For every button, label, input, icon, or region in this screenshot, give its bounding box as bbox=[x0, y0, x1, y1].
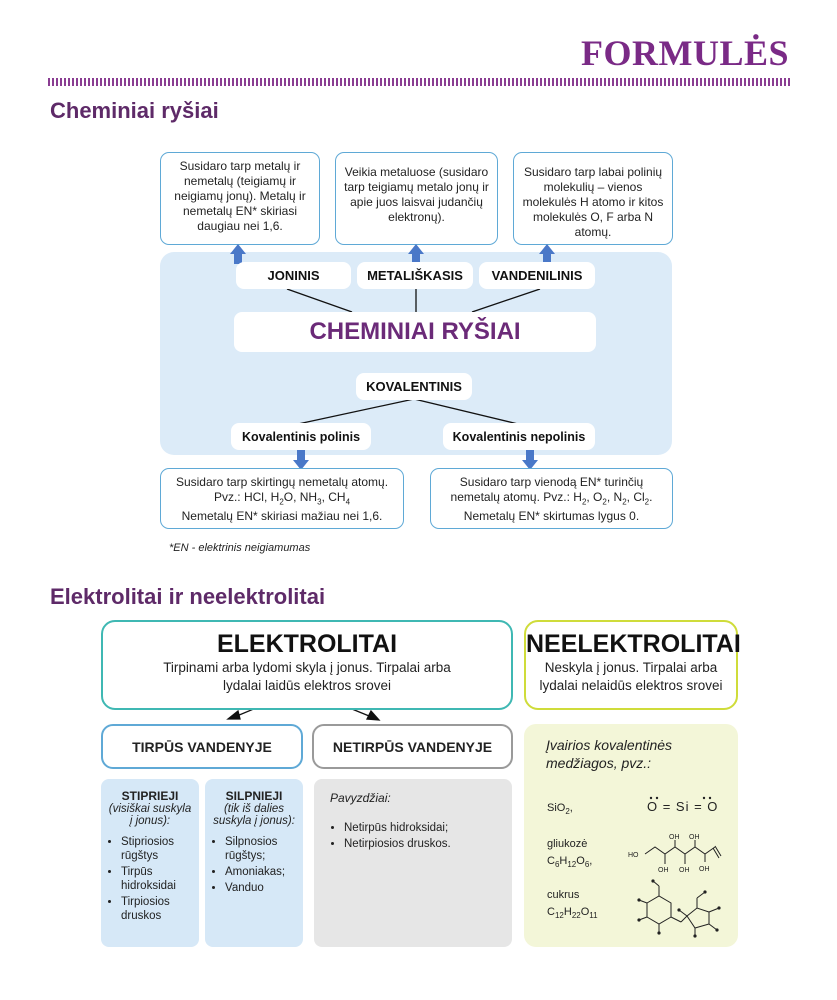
pavyzdziai-list: Netirpūs hidroksidai; Netirpiosios drusk… bbox=[330, 821, 496, 851]
list-item: Tirpiosios druskos bbox=[121, 895, 193, 923]
stiprieji-list: Stipriosios rūgštys Tirpūs hidroksidai T… bbox=[107, 835, 193, 923]
elektrolitai-line1: Tirpinami arba lydomi skyla į jonus. Tir… bbox=[163, 660, 451, 675]
label-metaliskasis: METALIŠKASIS bbox=[357, 262, 473, 289]
gliukoze-formula: C6H12O6, bbox=[547, 855, 593, 870]
silpnieji-title: SILPNIEJI bbox=[225, 789, 283, 803]
dotted-divider bbox=[48, 78, 790, 86]
neelektrolitai-box: NEELEKTROLITAI Neskyla į jonus. Tirpalai… bbox=[524, 620, 741, 710]
nepolinis-line1: Susidaro tarp vienodą EN* turinčių bbox=[459, 475, 644, 489]
label-kovalentinis-nepolinis: Kovalentinis nepolinis bbox=[443, 423, 595, 450]
kovalentines-title: Įvairios kovalentinės medžiagos, pvz.: bbox=[546, 737, 673, 771]
silpnieji-list: Silpnosios rūgštys; Amoniakas; Vanduo bbox=[211, 835, 297, 895]
footnote-en: *EN - elektrinis neigiamumas bbox=[169, 542, 311, 554]
metaliskasis-description: Veikia metaluose (susidaro tarp teigiamų… bbox=[335, 152, 498, 245]
polinis-description: Susidaro tarp skirtingų nemetalų atomų. … bbox=[160, 468, 404, 529]
list-item: Stipriosios rūgštys bbox=[121, 835, 193, 863]
joninis-description: Susidaro tarp metalų ir nemetalų (teigia… bbox=[160, 152, 320, 245]
elektrolitai-line2: lydalai laidūs elektros srovei bbox=[222, 678, 392, 693]
list-item: Silpnosios rūgštys; bbox=[225, 835, 297, 863]
center-cheminiai-rysiai: CHEMINIAI RYŠIAI bbox=[234, 312, 596, 352]
list-item: Tirpūs hidroksidai bbox=[121, 865, 193, 893]
silpnieji-panel: SILPNIEJI (tik iš dalies suskyla į jonus… bbox=[205, 779, 303, 947]
neelektrolitai-line1: Neskyla į jonus. Tirpalai arba bbox=[544, 660, 718, 675]
polinis-line3: Nemetalų EN* skiriasi mažiau nei 1,6. bbox=[181, 509, 383, 524]
stiprieji-panel: STIPRIEJI (visiškai suskyla į jonus): St… bbox=[101, 779, 199, 947]
polinis-line1: Susidaro tarp skirtingų nemetalų atomų. bbox=[175, 475, 389, 489]
glucose-label: OH bbox=[669, 834, 680, 841]
glucose-label: OH bbox=[658, 867, 669, 874]
label-kovalentinis-polinis: Kovalentinis polinis bbox=[231, 423, 371, 450]
lone-pair-dots bbox=[649, 796, 712, 800]
neelektrolitai-title: NEELEKTROLITAI bbox=[526, 630, 741, 658]
sucrose-structure-icon bbox=[637, 879, 721, 938]
elektrolitai-title: ELEKTROLITAI bbox=[216, 630, 398, 658]
list-item: Netirpūs hidroksidai; bbox=[344, 821, 496, 835]
nepolinis-line2: nemetalų atomų. Pvz.: H2, O2, N2, Cl2. bbox=[450, 490, 653, 507]
list-item: Amoniakas; bbox=[225, 865, 297, 879]
label-joninis: JONINIS bbox=[236, 262, 351, 289]
tirpus-vandenyje: TIRPŪS VANDENYJE bbox=[101, 724, 303, 769]
nepolinis-line3: Nemetalų EN* skirtumas lygus 0. bbox=[463, 509, 640, 524]
section-heading-elektrolitai: Elektrolitai ir neelektrolitai bbox=[50, 584, 326, 609]
stiprieji-title: STIPRIEJI bbox=[121, 789, 179, 803]
section-heading-cheminiai: Cheminiai ryšiai bbox=[50, 98, 219, 123]
label-kovalentinis: KOVALENTINIS bbox=[356, 373, 472, 400]
netirpus-vandenyje: NETIRPŪS VANDENYJE bbox=[312, 724, 513, 769]
page-title: FORMULĖS bbox=[580, 33, 789, 73]
neelektrolitai-line2: lydalai nelaidūs elektros srovei bbox=[539, 678, 723, 693]
nepolinis-description: Susidaro tarp vienodą EN* turinčių nemet… bbox=[430, 468, 673, 529]
silpnieji-sub1: (tik iš dalies bbox=[223, 803, 285, 815]
polinis-line2: Pvz.: HCl, H2O, NH3, CH4 bbox=[213, 490, 351, 507]
glucose-label: OH bbox=[699, 866, 710, 873]
label-vandenilinis: VANDENILINIS bbox=[479, 262, 595, 289]
sio2-formula: SiO2, bbox=[547, 802, 573, 817]
pavyzdziai-panel: Pavyzdžiai: Netirpūs hidroksidai; Netirp… bbox=[314, 779, 512, 947]
stiprieji-sub1: (visiškai suskyla bbox=[108, 803, 192, 815]
cukrus-label: cukrus bbox=[547, 889, 580, 901]
list-item: Vanduo bbox=[225, 881, 297, 895]
pavyzdziai-title: Pavyzdžiai: bbox=[330, 791, 391, 805]
silpnieji-sub2: suskyla į jonus): bbox=[213, 815, 295, 827]
cukrus-formula: C12H22O11 bbox=[547, 906, 598, 921]
elektrolitai-box: ELEKTROLITAI Tirpinami arba lydomi skyla… bbox=[101, 620, 513, 710]
glucose-label: HO bbox=[628, 852, 639, 859]
stiprieji-sub2: į jonus): bbox=[129, 815, 171, 827]
list-item: Netirpiosios druskos. bbox=[344, 837, 496, 851]
vandenilinis-description: Susidaro tarp labai polinių molekulių – … bbox=[513, 152, 673, 245]
glucose-label: OH bbox=[679, 867, 690, 874]
glucose-label: OH bbox=[689, 834, 700, 841]
sio2-structure: O = Si = O bbox=[647, 799, 719, 814]
glucose-structure-icon: HO OH OH OH OH OH bbox=[628, 834, 722, 874]
gliukoze-label: gliukozė bbox=[547, 838, 588, 850]
